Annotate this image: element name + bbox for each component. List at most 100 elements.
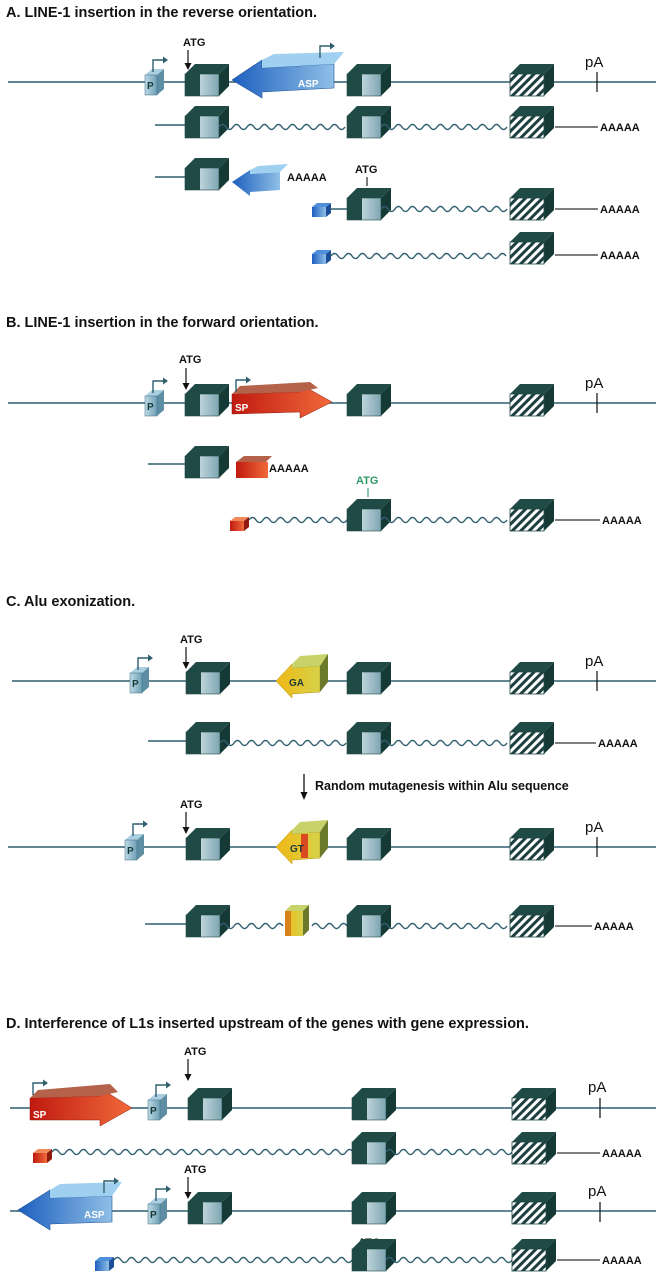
exon-last-hatched [509, 187, 555, 221]
asp-tail-block [312, 250, 331, 264]
section-b-title: B. LINE-1 insertion in the forward orien… [6, 315, 319, 331]
exon-last-hatched [509, 661, 555, 695]
sp-tail-block [230, 517, 249, 531]
alu-element: GA [275, 654, 328, 699]
sp-fragment [236, 456, 272, 478]
asp-reverse-arrow: ASP [17, 1182, 122, 1231]
section-b-transcript-2: ATG AAAAA [230, 475, 642, 532]
polya-tail: AAAAA [600, 250, 640, 262]
exon-2 [346, 904, 392, 938]
promoter-label: P [132, 679, 139, 690]
tss-arrow-icon [132, 819, 149, 837]
promoter-label: P [147, 402, 154, 413]
exon-1 [184, 445, 230, 479]
promoter-label: P [127, 846, 134, 857]
exon-last-hatched [511, 1191, 557, 1225]
section-c-transcript-2: AAAAA [145, 904, 634, 938]
exon-last-hatched [509, 498, 555, 532]
spliced-intron [311, 922, 348, 930]
exon-2 [346, 383, 392, 417]
section-d-title: D. Interference of L1s inserted upstream… [6, 1016, 529, 1032]
promoter-box: P [144, 389, 165, 417]
spliced-intron [248, 516, 355, 524]
exon-1 [185, 904, 231, 938]
exon-last-hatched [509, 904, 555, 938]
pa-label: pA [585, 54, 603, 71]
exon-last-hatched [509, 827, 555, 861]
section-d-transcript-1: ATG AAAAA [33, 1131, 642, 1165]
atg-label: ATG [184, 1164, 206, 1176]
spliced-intron [380, 123, 508, 131]
exon-2 [351, 1191, 397, 1225]
exon-1 [185, 661, 231, 695]
exon-1 [184, 383, 230, 417]
asp-label: ASP [84, 1210, 105, 1221]
alu-gt-label: GT [290, 844, 304, 855]
exon-1 [185, 721, 231, 755]
exon-2 [351, 1087, 397, 1121]
pa-label: pA [588, 1079, 606, 1096]
section-a-transcript-2: AAAAA [155, 157, 327, 196]
polya-tail: AAAAA [287, 172, 327, 184]
alu-element-mutated: GT [275, 820, 328, 865]
atg-down-arrow-icon [184, 1059, 192, 1081]
exon-2 [346, 187, 392, 221]
exon-2 [351, 1238, 397, 1272]
pa-label: pA [588, 1183, 606, 1200]
polya-tail: AAAAA [602, 1255, 642, 1267]
section-b-genomic-row: P ATG SP pA [8, 354, 656, 419]
exon-2 [346, 661, 392, 695]
section-d: D. Interference of L1s inserted upstream… [6, 1016, 656, 1272]
promoter-label: P [147, 81, 154, 92]
exon-last-hatched [511, 1087, 557, 1121]
exon-1 [187, 1191, 233, 1225]
section-d-genomic-row-1: SP P ATG pA [10, 1046, 656, 1127]
atg-label-green: ATG [356, 475, 378, 487]
exon-2 [351, 1131, 397, 1165]
down-arrow-icon [300, 792, 308, 800]
spliced-intron [219, 739, 347, 747]
asp-reverse-arrow: ASP [231, 52, 344, 99]
spliced-intron [380, 205, 508, 213]
atg-down-arrow-icon [182, 647, 190, 669]
polya-tail: AAAAA [269, 463, 309, 475]
polya-tail: AAAAA [602, 515, 642, 527]
promoter-box: P [147, 1093, 168, 1121]
sp-forward-arrow: SP [231, 382, 333, 419]
polya-tail: AAAAA [600, 122, 640, 134]
atg-label: ATG [183, 37, 205, 49]
section-a-transcript-1: AAAAA [155, 105, 640, 139]
atg-down-arrow-icon [184, 1177, 192, 1199]
spliced-intron [385, 1148, 513, 1156]
spliced-intron [385, 1256, 513, 1264]
exon-2 [346, 63, 392, 97]
polya-tail: AAAAA [594, 921, 634, 933]
asp-fragment [232, 164, 288, 196]
exon-last-hatched [509, 231, 555, 265]
exon-last-hatched [511, 1238, 557, 1272]
sp-forward-arrow: SP [29, 1084, 133, 1127]
asp-tail-block [312, 203, 331, 217]
alu-ga-label: GA [289, 678, 304, 689]
sp-label: SP [33, 1110, 47, 1121]
exon-1 [187, 1087, 233, 1121]
spliced-intron [380, 739, 508, 747]
spliced-intron [380, 922, 508, 930]
polya-tail: AAAAA [602, 1148, 642, 1160]
atg-label: ATG [180, 634, 202, 646]
section-c: C. Alu exonization. P ATG GA pA [6, 594, 656, 938]
sp-tail-block [33, 1149, 52, 1163]
asp-label: ASP [298, 79, 319, 90]
spliced-intron [380, 516, 508, 524]
exon-1 [184, 63, 230, 97]
atg-down-arrow-icon [182, 368, 190, 390]
exon-2 [346, 105, 392, 139]
section-c-title: C. Alu exonization. [6, 594, 135, 610]
exon-1 [184, 105, 230, 139]
exon-1 [184, 157, 230, 191]
section-d-transcript-2: ATG AAAAA [95, 1237, 642, 1272]
section-a-transcript-4: AAAAA [312, 231, 640, 265]
exon-last-hatched [509, 721, 555, 755]
exon-2 [346, 721, 392, 755]
